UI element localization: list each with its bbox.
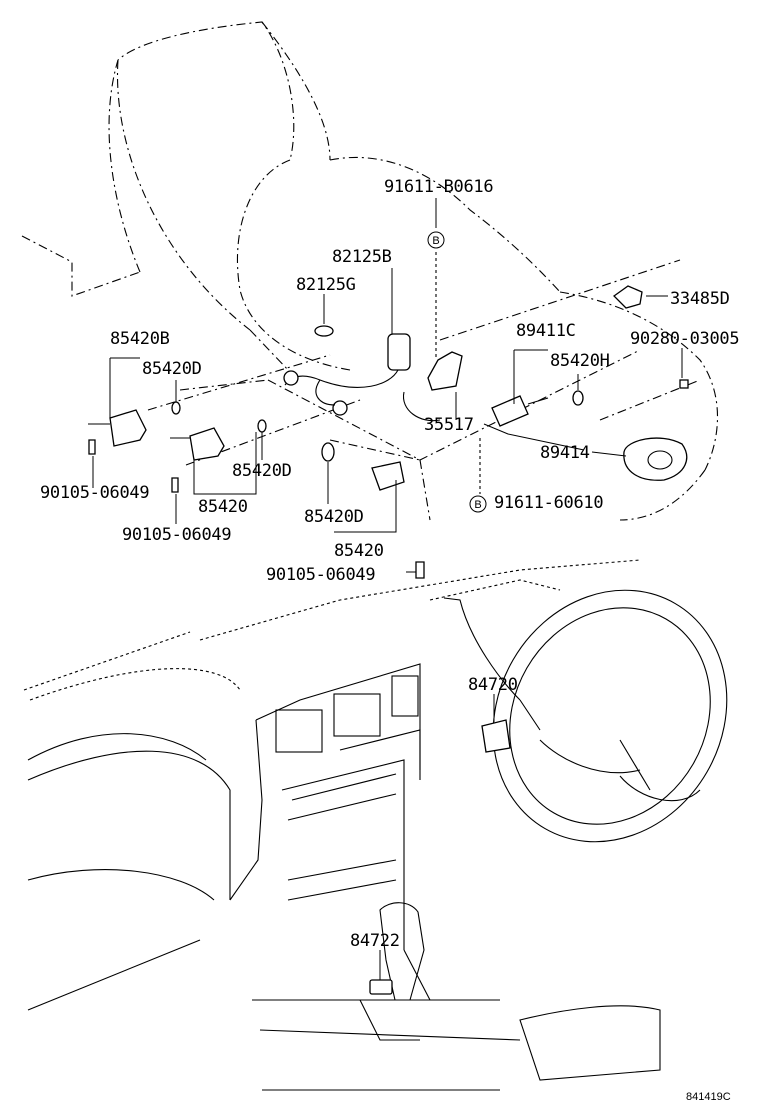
bracket-35517 [427,351,463,391]
label-85420-b: 85420 [334,541,384,561]
label-84720: 84720 [468,675,518,695]
wire-end [283,370,299,386]
figure-code: 841419C [686,1091,731,1103]
label-82125B: 82125B [332,247,392,267]
label-89414: 89414 [540,443,590,463]
wire-end-2 [332,400,348,416]
label-91611-B0616: 91611-B0616 [384,177,493,197]
screw-b [171,477,179,493]
grommet-82125G [314,325,334,337]
screw-c [415,561,425,579]
switch-84722 [369,979,393,995]
lower-parts [369,719,511,995]
oval-85420H [572,390,584,406]
seat-outline [21,21,719,521]
dashboard-outline [23,559,728,1091]
svg-text:B: B [432,235,439,247]
label-85420D-b: 85420D [232,461,292,481]
leader-lines [92,198,683,980]
oval-85420D-c [321,442,335,462]
oval-85420D-b [257,419,267,433]
svg-text:B: B [474,499,481,511]
label-91611-60610: 91611-60610 [494,493,603,513]
connector-82125B [387,333,411,371]
badge-B-bottom: B [469,495,487,513]
steering-wheel-inner [509,607,711,825]
label-84722: 84722 [350,931,400,951]
label-35517: 35517 [424,415,474,435]
upper-parts [88,285,689,579]
label-82125G: 82125G [296,275,356,295]
switch-85420-b [371,461,405,491]
badge-B-top: B [427,231,445,249]
label-90105-06049-a: 90105-06049 [40,483,149,503]
label-90105-06049-c: 90105-06049 [266,565,375,585]
shift-knob [379,902,425,1001]
switch-85420B [109,409,147,447]
label-85420D-c: 85420D [304,507,364,527]
label-33485D: 33485D [670,289,730,309]
labels: 91611-B0616 82125B 82125G 33485D 85420B … [40,177,740,1103]
label-85420D-a: 85420D [142,359,202,379]
screw-a [88,439,96,455]
steering-wheel-outer [492,589,728,843]
label-90105-06049-b: 90105-06049 [122,525,231,545]
spiral-89414 [623,437,688,481]
oval-85420D-a [171,401,181,415]
label-85420B: 85420B [110,329,170,349]
label-89411C: 89411C [516,321,576,341]
switch-84720 [481,719,511,753]
clip-33485D [612,285,643,309]
grommet-90280 [679,379,689,389]
switch-85420-a [189,427,225,461]
label-90280-03005: 90280-03005 [630,329,739,349]
label-85420H: 85420H [550,351,610,371]
label-85420-a: 85420 [198,497,248,517]
sensor-89411C [491,395,529,427]
